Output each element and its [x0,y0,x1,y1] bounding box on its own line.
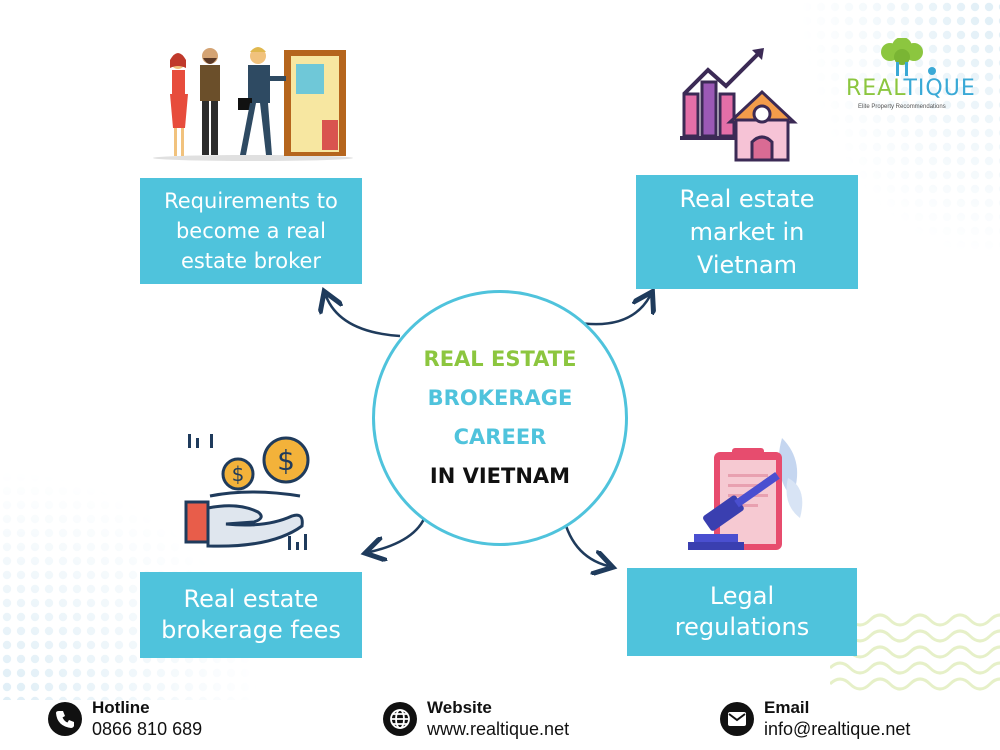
topic-market-line1: Real estate [680,183,815,216]
topic-legal: Legal regulations [627,568,857,656]
topic-requirements-line1: Requirements to [164,186,338,216]
topic-fees-line1: Real estate [161,584,341,615]
center-title-line4: IN VIETNAM [430,457,570,496]
phone-icon [48,702,82,736]
arrow-to-requirements [326,296,400,336]
center-title-line2: BROKERAGE [428,379,573,418]
topic-fees-line2: brokerage fees [161,615,341,646]
email-address[interactable]: info@realtique.net [764,718,910,740]
center-title-circle: REAL ESTATE BROKERAGE CAREER IN VIETNAM [372,290,628,546]
mail-icon [720,702,754,736]
website-url[interactable]: www.realtique.net [427,718,569,740]
topic-fees: Real estate brokerage fees [140,572,362,658]
topic-legal-line1: Legal [675,581,809,612]
topic-legal-line2: regulations [675,612,809,643]
hotline-label: Hotline [92,698,202,718]
website-label: Website [427,698,569,718]
hotline-number[interactable]: 0866 810 689 [92,718,202,740]
topic-market: Real estate market in Vietnam [636,175,858,289]
topic-requirements-line3: estate broker [164,246,338,276]
topic-requirements: Requirements to become a real estate bro… [140,178,362,284]
topic-requirements-line2: become a real [164,216,338,246]
center-title-line1: REAL ESTATE [424,340,577,379]
topic-market-line3: Vietnam [680,249,815,282]
contact-email: Email info@realtique.net [720,697,910,741]
center-title-line3: CAREER [454,418,547,457]
globe-icon [383,702,417,736]
topic-market-line2: market in [680,216,815,249]
contact-website: Website www.realtique.net [383,697,569,741]
email-label: Email [764,698,910,718]
contact-hotline: Hotline 0866 810 689 [48,697,202,741]
arrow-to-market [573,296,650,324]
